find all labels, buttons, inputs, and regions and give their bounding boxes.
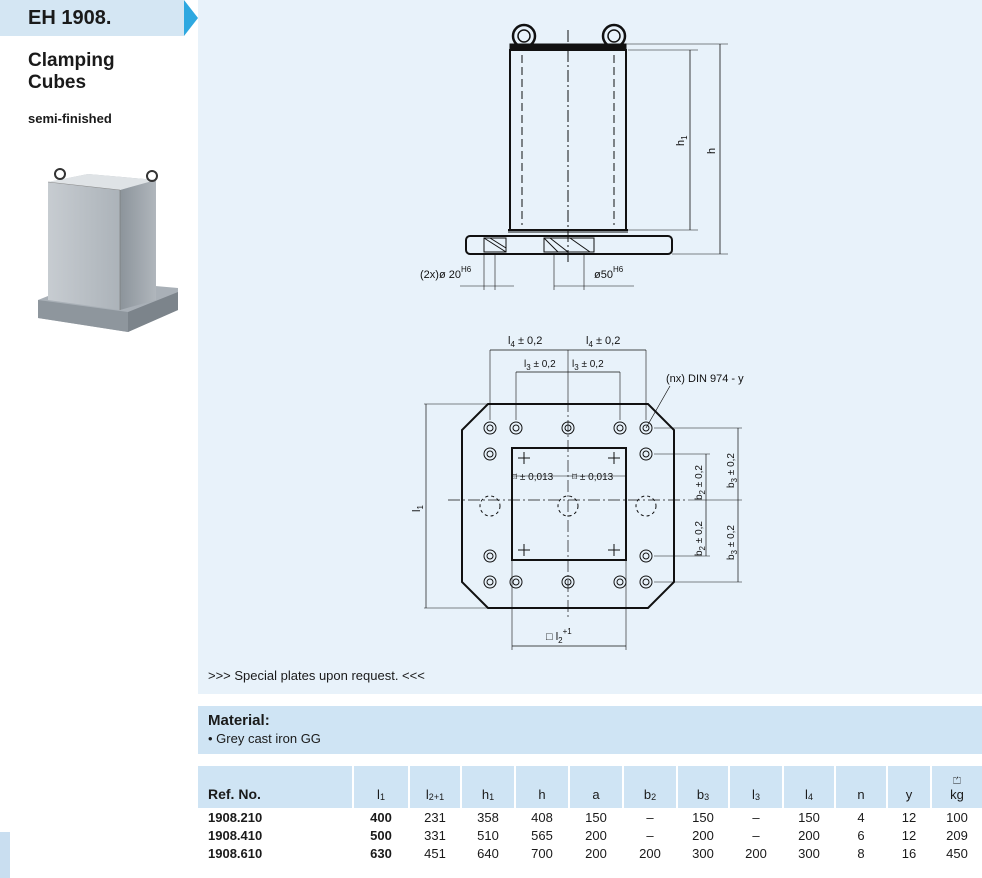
dim-l3-right: l3 ± 0,2 xyxy=(572,359,604,372)
technical-drawing: h1 h (2x)ø 20H6 ø50H6 l4 ± 0,2 l4 ± 0,2 … xyxy=(411,23,744,650)
arrow-right-icon xyxy=(184,0,198,36)
table-cell: 1908.410 xyxy=(208,828,263,843)
dim-bore-large: ø50H6 xyxy=(594,265,624,281)
product-subtitle: semi-finished xyxy=(28,111,112,126)
table-cell: 100 xyxy=(946,810,968,825)
table-cell: 200 xyxy=(692,828,714,843)
table-cell: 4 xyxy=(857,810,865,825)
table-cell: – xyxy=(752,810,760,825)
col-header-4: h xyxy=(516,766,568,808)
table-cell: 640 xyxy=(477,846,499,861)
dim-l4-left: l4 ± 0,2 xyxy=(508,335,542,349)
table-cell: 16 xyxy=(901,846,917,861)
material-box: Material: • Grey cast iron GG xyxy=(198,706,982,754)
dim-b3-bottom: b3 ± 0,2 xyxy=(726,525,739,560)
table-cell: 200 xyxy=(745,846,767,861)
col-header-0: Ref. No. xyxy=(198,766,352,808)
table-cell: 450 xyxy=(946,846,968,861)
table-cell: 510 xyxy=(477,828,499,843)
table-cell: 565 xyxy=(531,828,553,843)
col-header-5: a xyxy=(570,766,622,808)
col-header-10: n xyxy=(836,766,886,808)
dim-b2-top: b2 ± 0,2 xyxy=(694,465,707,500)
table-cell: 331 xyxy=(424,828,446,843)
dim-l2: □ l2+1 xyxy=(546,627,572,645)
table-cell: 200 xyxy=(798,828,820,843)
product-code-bar xyxy=(0,0,184,36)
table-cell: 400 xyxy=(370,810,392,825)
table-cell: – xyxy=(646,810,654,825)
clamping-cube-photo xyxy=(38,168,178,332)
table-cell: 630 xyxy=(370,846,392,861)
table-cell: 451 xyxy=(424,846,446,861)
table-cell: 8 xyxy=(857,846,865,861)
table-cell: 700 xyxy=(531,846,553,861)
material-item: • Grey cast iron GG xyxy=(208,731,321,746)
product-title: Clamping Cubes xyxy=(28,50,115,93)
table-row: 1908.210 400 231 358 408 150 – 150 – 150 4 12 100 xyxy=(198,809,982,827)
technical-drawing-panel: h1 h (2x)ø 20H6 ø50H6 l4 ± 0,2 l4 ± 0,2 … xyxy=(198,0,982,694)
table-cell: 6 xyxy=(857,828,865,843)
dim-l4-right: l4 ± 0,2 xyxy=(586,335,620,349)
table-cell: 200 xyxy=(639,846,661,861)
table-row: 1908.610 630 451 640 700 200 200 300 200 300 8 16 45… xyxy=(198,845,982,863)
table-cell: 1908.210 xyxy=(208,810,263,825)
table-cell: 12 xyxy=(901,810,917,825)
table-cell: – xyxy=(752,828,760,843)
table-cell: 12 xyxy=(901,828,917,843)
side-tab xyxy=(0,832,10,878)
dim-l1: l1 xyxy=(411,505,425,512)
weight-icon: ⏍ xyxy=(953,776,961,787)
dim-h1: h1 xyxy=(675,135,689,146)
table-cell: 150 xyxy=(692,810,714,825)
table-row: 1908.410 500 331 510 565 200 – 200 – 200 6 12 209 xyxy=(198,827,982,845)
col-header-11: y xyxy=(888,766,930,808)
table-cell: 200 xyxy=(585,828,607,843)
left-column: EH 1908. Clamping Cubes semi-finished xyxy=(0,0,198,878)
dim-bore-small: (2x)ø 20H6 xyxy=(420,265,472,281)
table-cell: 200 xyxy=(585,846,607,861)
table-cell: 358 xyxy=(477,810,499,825)
din-callout: (nx) DIN 974 - y xyxy=(666,373,744,385)
table-cell: 150 xyxy=(585,810,607,825)
dim-b3-top: b3 ± 0,2 xyxy=(726,453,739,488)
table-cell: – xyxy=(646,828,654,843)
table-cell: 209 xyxy=(946,828,968,843)
col-header-12: ⏍kg xyxy=(932,766,982,808)
table-cell: 1908.610 xyxy=(208,846,263,861)
special-plates-note: >>> Special plates upon request. <<< xyxy=(208,668,425,683)
flatness-left: ⌑ ± 0,013 xyxy=(512,472,554,483)
dim-l3-left: l3 ± 0,2 xyxy=(524,359,556,372)
table-cell: 150 xyxy=(798,810,820,825)
table-cell: 231 xyxy=(424,810,446,825)
dim-b2-bottom: b2 ± 0,2 xyxy=(694,521,707,556)
table-cell: 300 xyxy=(798,846,820,861)
material-title: Material: xyxy=(208,712,270,729)
dim-h: h xyxy=(706,148,718,154)
flatness-right: ⌑ ± 0,013 xyxy=(572,472,614,483)
table-cell: 408 xyxy=(531,810,553,825)
table-cell: 300 xyxy=(692,846,714,861)
product-code: EH 1908. xyxy=(28,7,112,29)
table-cell: 500 xyxy=(370,828,392,843)
